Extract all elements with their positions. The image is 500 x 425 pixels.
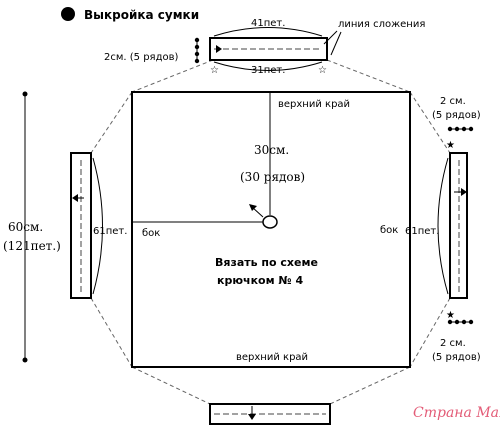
left-count-label: 61пет.: [93, 226, 127, 237]
fold-pointer-2: [330, 31, 342, 56]
star-outline-icon: ☆: [318, 65, 327, 76]
side-right-label: бок: [380, 225, 398, 236]
top-strap-top-count: 41пет.: [251, 18, 285, 29]
dimension-end-dot: [22, 357, 28, 363]
right-side-panel: [449, 152, 468, 299]
total-length-label: 60см.: [8, 220, 43, 234]
top-strap-arrow-icon: [216, 45, 222, 53]
rows-label: (30 рядов): [240, 170, 305, 184]
main-panel: [131, 91, 411, 368]
right-top-size: 2 см.: [440, 96, 466, 107]
right-arc: [437, 157, 449, 295]
bullet-icon: [61, 7, 75, 21]
stitch-dots: [447, 319, 474, 325]
top-strap-size-label: 2см. (5 рядов): [104, 52, 178, 63]
stitch-dots: [194, 37, 200, 64]
left-arrow-icon: [72, 194, 78, 202]
bottom-strap: [209, 403, 331, 425]
total-stitches-label: (121пет.): [3, 239, 61, 253]
spiral-arrow-icon: [249, 204, 257, 211]
dimension-end-dot: [22, 91, 28, 97]
star-icon: ★: [446, 310, 455, 321]
height-label: 30см.: [254, 143, 289, 157]
stitch-dots: [447, 126, 474, 132]
title: Выкройка сумки: [84, 8, 199, 22]
top-edge-label: верхний край: [278, 99, 350, 110]
center-ring: [262, 215, 278, 229]
watermark: Страна Мам: [413, 405, 500, 421]
right-bottom-rows: (5 рядов): [432, 352, 481, 363]
fold-line-label: линия сложения: [338, 19, 425, 30]
top-strap-bottom-count: 31пет.: [251, 65, 285, 76]
fold-pointer-1: [323, 30, 338, 45]
top-arc: [213, 27, 323, 37]
right-arrow-icon: [461, 188, 467, 196]
right-count-label: 61пет.: [405, 226, 439, 237]
star-icon: ★: [446, 140, 455, 151]
left-arc: [92, 157, 103, 295]
left-side-panel: [70, 152, 92, 299]
connector-outline: [90, 59, 451, 405]
bottom-edge-label: верхний край: [236, 352, 308, 363]
instruction-line-1: Вязать по схеме: [215, 256, 318, 269]
top-strap: [209, 37, 328, 61]
right-bottom-size: 2 см.: [440, 338, 466, 349]
star-outline-icon: ☆: [210, 65, 219, 76]
side-left-label: бок: [142, 228, 160, 239]
bottom-arc: [213, 61, 323, 71]
bottom-arrow-icon: [248, 414, 256, 420]
instruction-line-2: крючком № 4: [217, 274, 303, 287]
right-top-rows: (5 рядов): [432, 110, 481, 121]
